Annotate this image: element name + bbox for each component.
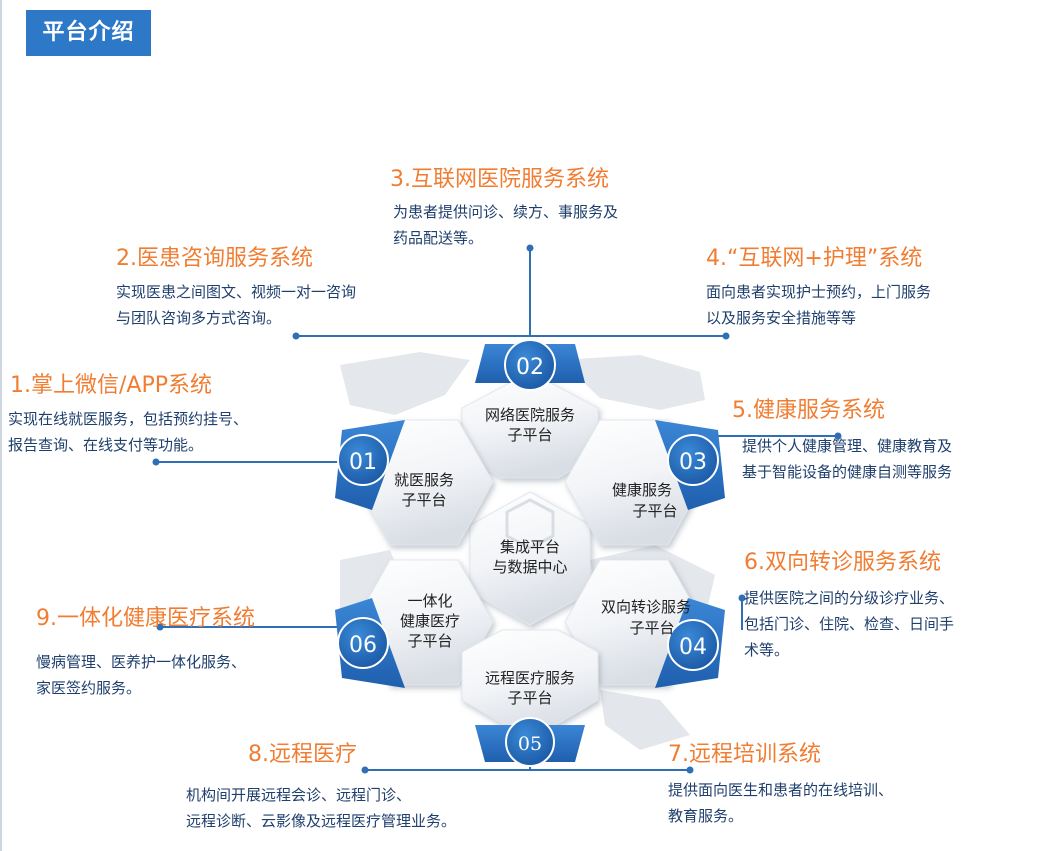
- system-9-desc: 慢病管理、医养护一体化服务、 家医签约服务。: [36, 649, 246, 701]
- hex-03-line2: 子平台: [632, 502, 677, 520]
- hex-01-line2: 子平台: [401, 491, 446, 509]
- hex-05-number: 05: [518, 733, 542, 755]
- system-4-desc-line1: 面向患者实现护士预约，上门服务: [706, 283, 932, 301]
- system-4-desc-line2: 以及服务安全措施等等: [706, 309, 857, 327]
- system-3-desc: 为患者提供问诊、续方、事服务及 药品配送等。: [393, 199, 618, 251]
- system-3-desc-line1: 为患者提供问诊、续方、事服务及: [393, 203, 619, 221]
- system-1-desc: 实现在线就医服务，包括预约挂号、 报告查询、在线支付等功能。: [8, 406, 248, 458]
- hex-02: 02 网络医院服务 子平台: [461, 339, 599, 479]
- page-title: 平台介绍: [26, 10, 151, 56]
- hex-05: 05 远程医疗服务 子平台: [461, 629, 599, 767]
- system-2-desc-line1: 实现医患之间图文、视频一对一咨询: [116, 283, 357, 301]
- system-5-desc: 提供个人健康管理、健康教育及 基于智能设备的健康自测等服务: [742, 433, 952, 485]
- hex-04-number: 04: [679, 635, 707, 660]
- left-border: [0, 0, 2, 851]
- hex-06-line3: 子平台: [407, 632, 452, 650]
- connector-lines: [156, 248, 838, 771]
- system-6-title: 6.双向转诊服务系统: [744, 550, 941, 575]
- system-9-title: 9.一体化健康医疗系统: [36, 606, 255, 631]
- system-3-title: 3.互联网医院服务系统: [390, 167, 609, 192]
- system-6-desc-line2: 包括门诊、住院、检查、日间手: [744, 615, 955, 633]
- system-7-desc: 提供面向医生和患者的在线培训、 教育服务。: [668, 777, 893, 829]
- hex-03-number: 03: [679, 450, 707, 475]
- system-7-desc-line2: 教育服务。: [668, 807, 744, 825]
- system-1-desc-line1: 实现在线就医服务，包括预约挂号、: [8, 410, 249, 428]
- hex-06-line1: 一体化: [407, 592, 452, 610]
- hex-05-line2: 子平台: [507, 689, 552, 707]
- hex-01-line1: 就医服务: [394, 471, 454, 489]
- center-line1: 集成平台: [500, 538, 560, 556]
- system-6-desc: 提供医院之间的分级诊疗业务、 包括门诊、住院、检查、日间手 术等。: [744, 585, 954, 663]
- hex-04-line1: 双向转诊服务: [601, 598, 691, 616]
- hex-06: 06 一体化 健康医疗 子平台: [335, 559, 494, 688]
- hex-06-line2: 健康医疗: [400, 612, 460, 630]
- system-7-desc-line1: 提供面向医生和患者的在线培训、: [668, 781, 894, 799]
- hex-02-line1: 网络医院服务: [485, 406, 575, 424]
- hex-01: 01 就医服务 子平台: [335, 419, 494, 546]
- system-8-desc-line2: 远程诊断、云影像及远程医疗管理业务。: [186, 812, 457, 830]
- system-6-desc-line1: 提供医院之间的分级诊疗业务、: [744, 589, 955, 607]
- hex-03-line1: 健康服务: [612, 481, 672, 499]
- connector-dots: [152, 244, 842, 774]
- system-1-title: 1.掌上微信/APP系统: [10, 373, 212, 398]
- system-4-title: 4.“互联网+护理”系统: [706, 246, 923, 271]
- hex-04: 04 双向转诊服务 子平台: [564, 559, 725, 688]
- system-6-desc-line3: 术等。: [744, 641, 790, 659]
- system-5-desc-line2: 基于智能设备的健康自测等服务: [742, 463, 953, 481]
- system-8-title: 8.远程医疗: [248, 742, 357, 767]
- system-5-desc-line1: 提供个人健康管理、健康教育及: [742, 437, 953, 455]
- hex-05-line1: 远程医疗服务: [485, 669, 575, 687]
- system-8-desc-line1: 机构间开展远程会诊、远程门诊、: [186, 786, 412, 804]
- hex-06-number: 06: [349, 633, 377, 658]
- hex-02-number: 02: [516, 355, 544, 380]
- hex-01-number: 01: [349, 450, 377, 475]
- system-8-desc: 机构间开展远程会诊、远程门诊、 远程诊断、云影像及远程医疗管理业务。: [186, 782, 456, 834]
- system-4-desc: 面向患者实现护士预约，上门服务 以及服务安全措施等等: [706, 279, 931, 331]
- system-9-desc-line2: 家医签约服务。: [36, 679, 142, 697]
- system-2-title: 2.医患咨询服务系统: [116, 246, 313, 271]
- system-1-desc-line2: 报告查询、在线支付等功能。: [8, 436, 204, 454]
- system-5-title: 5.健康服务系统: [732, 398, 885, 423]
- system-2-desc-line2: 与团队咨询多方式咨询。: [116, 309, 282, 327]
- hex-04-line2: 子平台: [629, 619, 674, 637]
- system-7-title: 7.远程培训系统: [668, 742, 821, 767]
- system-2-desc: 实现医患之间图文、视频一对一咨询 与团队咨询多方式咨询。: [116, 279, 356, 331]
- system-3-desc-line2: 药品配送等。: [393, 229, 484, 247]
- system-9-desc-line1: 慢病管理、医养护一体化服务、: [36, 653, 247, 671]
- hex-03: 03 健康服务 子平台: [564, 419, 725, 546]
- hex-02-line2: 子平台: [507, 426, 552, 444]
- center-line2: 与数据中心: [492, 558, 567, 576]
